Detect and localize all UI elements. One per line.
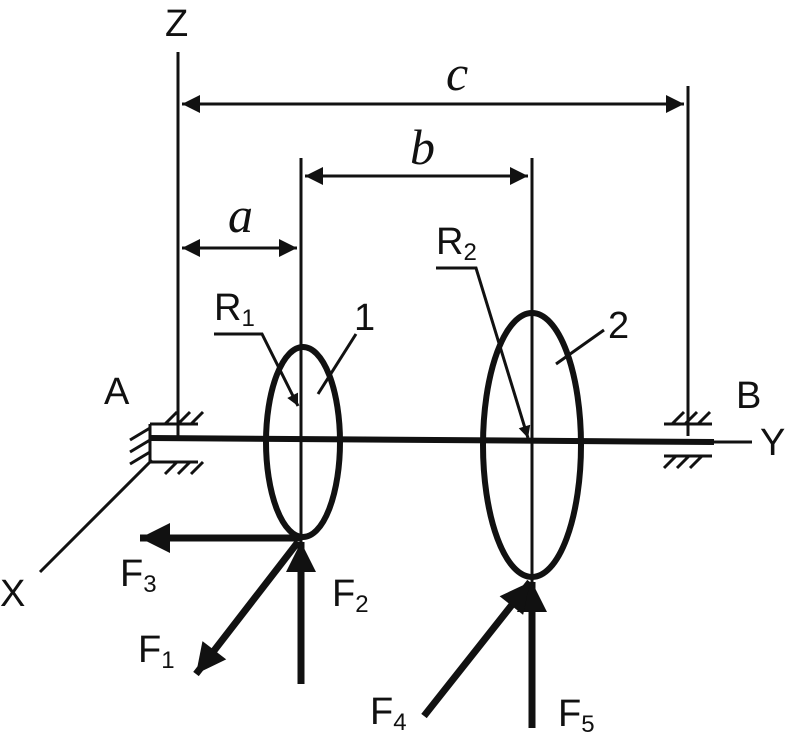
disk-1 <box>263 344 343 540</box>
dim-b-label: b <box>410 119 435 175</box>
force-f5-label: F5 <box>558 693 595 732</box>
force-f4-arrow <box>421 579 533 719</box>
dim-a-label: a <box>228 187 253 243</box>
disk-2-leader <box>555 328 605 366</box>
disk-1-label: 1 <box>354 297 375 339</box>
x-axis-line <box>38 458 154 574</box>
force-f1-label: F1 <box>138 629 175 674</box>
force-f3-label: F3 <box>120 553 157 598</box>
shaft-line <box>149 435 715 445</box>
r1-label: R1 <box>214 287 255 332</box>
disk-2 <box>480 310 584 580</box>
support-a-symbol <box>129 410 205 476</box>
r2-label: R2 <box>436 221 477 266</box>
z-axis-label: Z <box>165 3 188 45</box>
support-a-label: A <box>104 371 130 413</box>
dim-c-label: c <box>446 45 468 101</box>
y-axis-label: Y <box>760 422 785 464</box>
r2-leader <box>436 266 531 439</box>
force-f4-label: F4 <box>370 691 407 732</box>
force-f1-arrow <box>193 539 301 677</box>
disk-2-label: 2 <box>608 305 629 347</box>
support-b-symbol <box>662 86 712 470</box>
support-b-label: B <box>736 375 761 417</box>
x-axis-label: X <box>0 573 25 615</box>
r1-leader <box>214 332 300 407</box>
force-f2-label: F2 <box>332 573 369 618</box>
disk-1-leader <box>316 333 358 395</box>
